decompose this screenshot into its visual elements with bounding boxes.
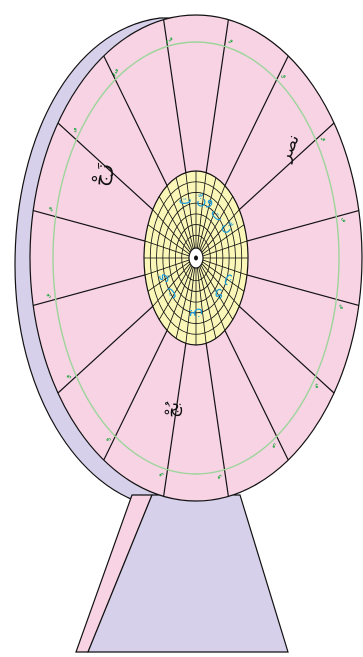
inner-label: ونّ ت	[179, 192, 214, 208]
inner-label: ين	[189, 308, 204, 324]
word-left: زَجْ	[87, 161, 115, 188]
hub-center-dot	[194, 256, 198, 261]
word-bottom: بُجْ	[163, 401, 184, 418]
